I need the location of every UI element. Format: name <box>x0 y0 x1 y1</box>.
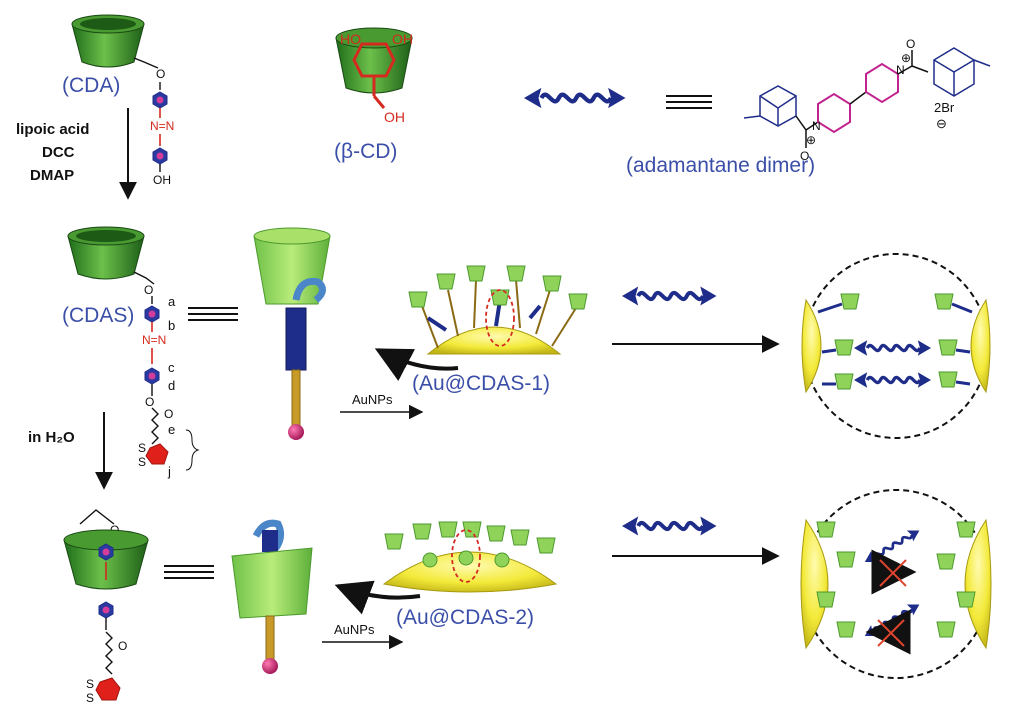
curved-arrow-1 <box>374 348 459 381</box>
beta-cd-oh-label-bottom: OH <box>384 109 405 125</box>
aggregation-result-circle-2 <box>800 489 992 679</box>
proton-label-b: b <box>168 318 175 333</box>
bromide-counterion: 2Br <box>934 100 955 115</box>
cdas-molecule: O N=N O O S S <box>67 226 200 471</box>
proton-label-a: a <box>168 294 176 309</box>
adamantane-dimer-label: (adamantane dimer) <box>626 154 815 177</box>
cda-molecule: O N=N OH <box>71 14 174 187</box>
cdas-label: (CDAS) <box>62 304 134 327</box>
adamantane-dimer-cartoon-icon <box>524 88 626 108</box>
adamantane-dimer-structure <box>743 47 991 148</box>
cdas-sulfur-1: S <box>138 441 146 455</box>
pyridinium-n-left: N <box>812 119 821 133</box>
cdas-azo-label: N=N <box>142 333 166 347</box>
inclusion-sulfur-2: S <box>86 691 94 705</box>
curved-arrow-2 <box>334 580 421 615</box>
beta-cd-ho-label: HO <box>340 31 361 47</box>
highlight-ellipse-2 <box>451 529 481 583</box>
au-cdas-1-nanoparticle <box>374 265 588 381</box>
condition-in-water: in H₂O <box>28 429 75 446</box>
proton-label-e: e <box>168 422 175 437</box>
phenyl-ring-icon <box>152 91 168 109</box>
carbonyl-o-left: O <box>800 149 809 163</box>
inclusion-carbonyl-o: O <box>118 639 127 653</box>
inclusion-ring-1-icon <box>98 543 114 561</box>
equivalence-sign-inclusion <box>164 565 214 579</box>
au-cdas-2-nanoparticle <box>334 521 558 615</box>
cdas-inclusion-molecule: O O S S <box>63 509 149 705</box>
aggregation-result-circle-1 <box>801 253 991 439</box>
proton-label-c: c <box>168 360 175 375</box>
beta-cd-molecule: HO OH OH <box>335 27 413 125</box>
proton-label-j: j <box>167 464 171 479</box>
cdas-cartoon-icon <box>253 227 331 440</box>
surface-ligands-1 <box>408 265 588 349</box>
cda-label: (CDA) <box>62 74 120 97</box>
pyridinium-n-right: N <box>896 63 905 77</box>
aunps-label-bottom: AuNPs <box>334 622 375 637</box>
cdas-carbonyl-o-label: O <box>164 407 173 421</box>
minus-charge: ⊖ <box>936 116 947 131</box>
proton-label-d: d <box>168 378 175 393</box>
cdas-ring-2-icon <box>144 367 160 385</box>
highlight-ellipse-1 <box>485 289 515 347</box>
hydroxyl-label: OH <box>153 173 171 187</box>
reagent-lipoic-acid: lipoic acid <box>16 121 89 138</box>
inclusion-ring-2-icon <box>98 601 114 619</box>
au-cdas-2-label: (Au@CDAS-2) <box>396 606 534 629</box>
aunps-label-top: AuNPs <box>352 392 393 407</box>
equivalence-sign <box>666 95 712 109</box>
phenol-ring-icon <box>152 147 168 165</box>
equivalence-sign-cdas <box>188 307 238 321</box>
inclusion-dithiolane-icon <box>95 677 121 701</box>
carbonyl-o-right: O <box>906 37 915 51</box>
cdas-sulfur-2: S <box>138 455 146 469</box>
adamantane-dimer-icon-bottom <box>622 517 717 536</box>
dithiolane-ring-icon <box>145 443 169 465</box>
cdas-ester-o-label: O <box>145 395 154 409</box>
reagent-dmap: DMAP <box>30 167 74 184</box>
plus-charge-left: ⊕ <box>806 133 816 147</box>
inclusion-cartoon-icon <box>231 519 313 674</box>
au-cdas-1-label: (Au@CDAS-1) <box>412 372 550 395</box>
blocked-binding-cross-icon <box>877 559 907 647</box>
azo-label: N=N <box>150 119 174 133</box>
cdas-oxygen-label: O <box>144 283 153 297</box>
beta-cd-oh-label-top: OH <box>392 31 413 47</box>
inclusion-sulfur-1: S <box>86 677 94 691</box>
cdas-ring-1-icon <box>144 305 160 323</box>
plus-charge-right: ⊕ <box>901 51 911 65</box>
oxygen-atom-label: O <box>156 67 165 81</box>
adamantane-dimer-icon-mid <box>622 287 717 306</box>
beta-cd-label: (β-CD) <box>334 140 397 163</box>
reagent-dcc: DCC <box>42 144 75 161</box>
